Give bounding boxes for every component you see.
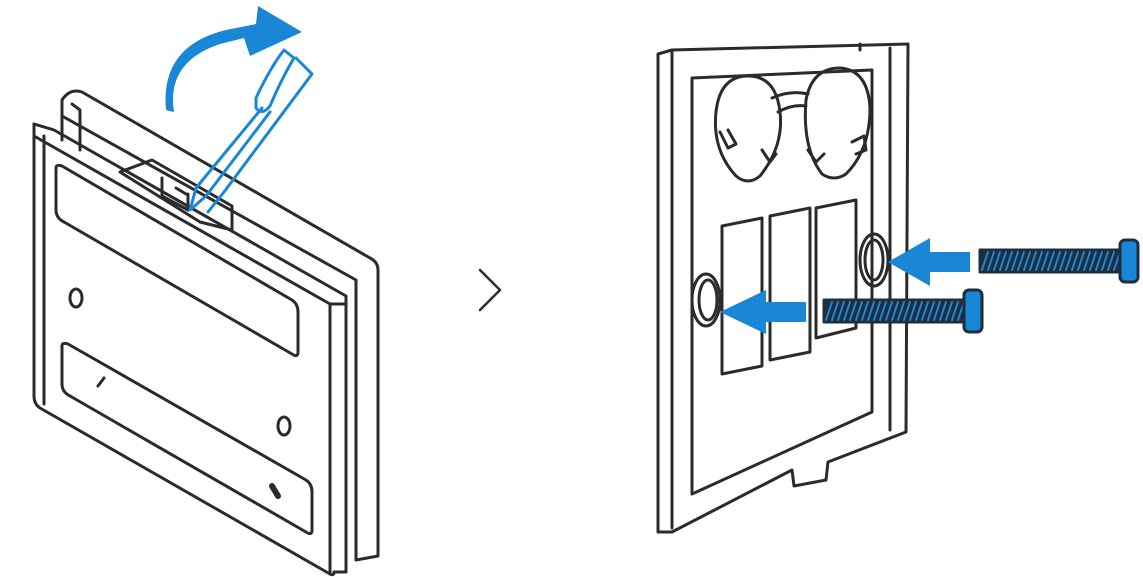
arrow-left-icon xyxy=(720,290,806,334)
screw-thread xyxy=(951,301,959,321)
screwdriver-icon xyxy=(188,48,314,214)
screw-thread xyxy=(1035,251,1043,271)
screw-thread xyxy=(1047,251,1055,271)
screw-thread xyxy=(999,251,1007,271)
screw-thread xyxy=(1107,251,1115,271)
slot-top-left-icon xyxy=(68,287,84,309)
screw-thread xyxy=(1077,251,1085,271)
screw-thread xyxy=(849,301,857,321)
arrow-left-icon xyxy=(888,238,970,286)
screw-thread xyxy=(993,251,1001,271)
screw-thread xyxy=(873,301,881,321)
screw-thread xyxy=(915,301,923,321)
slot-bottom-right-icon xyxy=(276,415,292,437)
chevron-right-icon xyxy=(478,268,502,312)
faceplate-icon xyxy=(32,122,348,577)
screw-thread xyxy=(1059,251,1067,271)
screw-icon xyxy=(822,288,984,334)
vertical-slot-icon xyxy=(720,216,764,376)
screw-thread xyxy=(831,301,839,321)
screw-hole-right-icon xyxy=(858,232,890,288)
screw-thread xyxy=(1017,251,1025,271)
step-pry-cover xyxy=(32,6,380,577)
step-mount-backplate xyxy=(656,42,1140,534)
round-cutout-left-icon xyxy=(713,74,783,183)
screw-thread xyxy=(1101,251,1109,271)
screw-thread xyxy=(1023,251,1031,271)
screw-thread xyxy=(1053,251,1061,271)
screw-thread xyxy=(837,301,845,321)
screw-thread xyxy=(987,251,995,271)
screw-thread xyxy=(861,301,869,321)
screw-icon xyxy=(978,238,1140,284)
screw-thread xyxy=(891,301,899,321)
screw-thread xyxy=(867,301,875,321)
screw-thread xyxy=(1089,251,1097,271)
slot-notch-icon xyxy=(96,376,106,388)
screw-thread xyxy=(1083,251,1091,271)
vertical-slot-icon xyxy=(814,198,858,340)
screw-thread xyxy=(1071,251,1079,271)
screw-thread xyxy=(1065,251,1073,271)
screw-thread xyxy=(879,301,887,321)
backplate-icon xyxy=(656,42,910,534)
screw-thread xyxy=(855,301,863,321)
curved-arrow-icon xyxy=(165,6,302,112)
screw-thread xyxy=(1011,251,1019,271)
screw-thread xyxy=(945,301,953,321)
screw-thread xyxy=(825,301,833,321)
screw-thread xyxy=(843,301,851,321)
screw-thread xyxy=(903,301,911,321)
screw-thread xyxy=(1041,251,1049,271)
screw-thread xyxy=(1095,251,1103,271)
screw-thread xyxy=(927,301,935,321)
screw-thread xyxy=(897,301,905,321)
round-cutout-right-icon xyxy=(803,66,872,180)
screw-thread xyxy=(885,301,893,321)
screw-thread xyxy=(921,301,929,321)
screw-thread xyxy=(909,301,917,321)
screw-thread xyxy=(981,251,989,271)
screw-hole-left-icon xyxy=(690,272,722,328)
screw-thread xyxy=(1005,251,1013,271)
slot-notch-icon xyxy=(269,483,281,499)
vertical-slot-icon xyxy=(768,206,812,362)
screw-thread xyxy=(933,301,941,321)
screw-thread xyxy=(1029,251,1037,271)
screw-thread xyxy=(939,301,947,321)
